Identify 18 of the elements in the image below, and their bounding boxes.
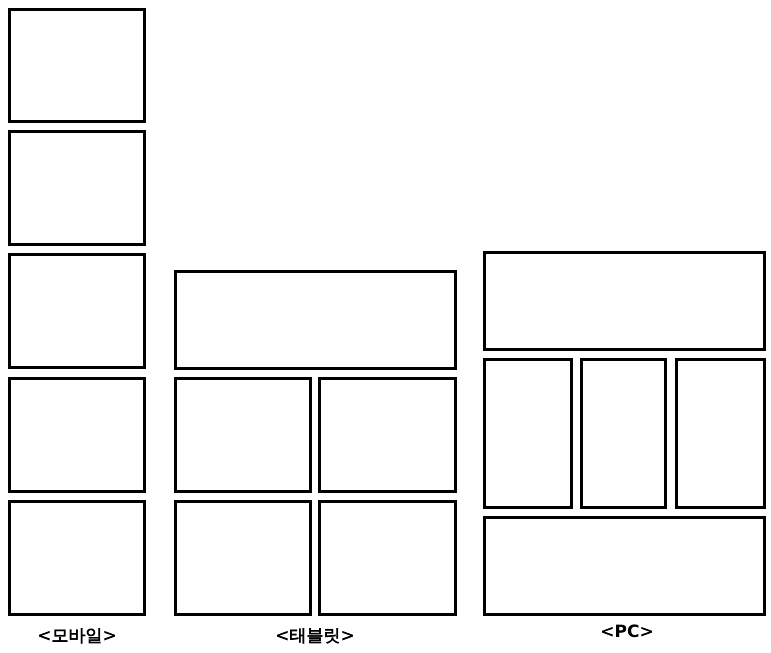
layout-box — [483, 251, 766, 351]
layout-box — [8, 8, 146, 123]
layout-box — [8, 253, 146, 369]
layout-box — [675, 358, 766, 509]
device-caption: <태블릿> — [275, 625, 355, 647]
layout-box — [483, 516, 766, 616]
device-caption: <PC> — [600, 622, 654, 642]
layout-box — [174, 270, 457, 370]
layout-box — [174, 377, 312, 493]
layout-box — [174, 500, 312, 616]
layout-box — [8, 377, 146, 493]
layout-box — [580, 358, 667, 509]
layout-box — [318, 500, 457, 616]
layout-box — [8, 500, 146, 616]
device-caption: <모바일> — [37, 625, 117, 647]
layout-box — [318, 377, 457, 493]
layout-box — [8, 130, 146, 246]
layout-box — [483, 358, 573, 509]
